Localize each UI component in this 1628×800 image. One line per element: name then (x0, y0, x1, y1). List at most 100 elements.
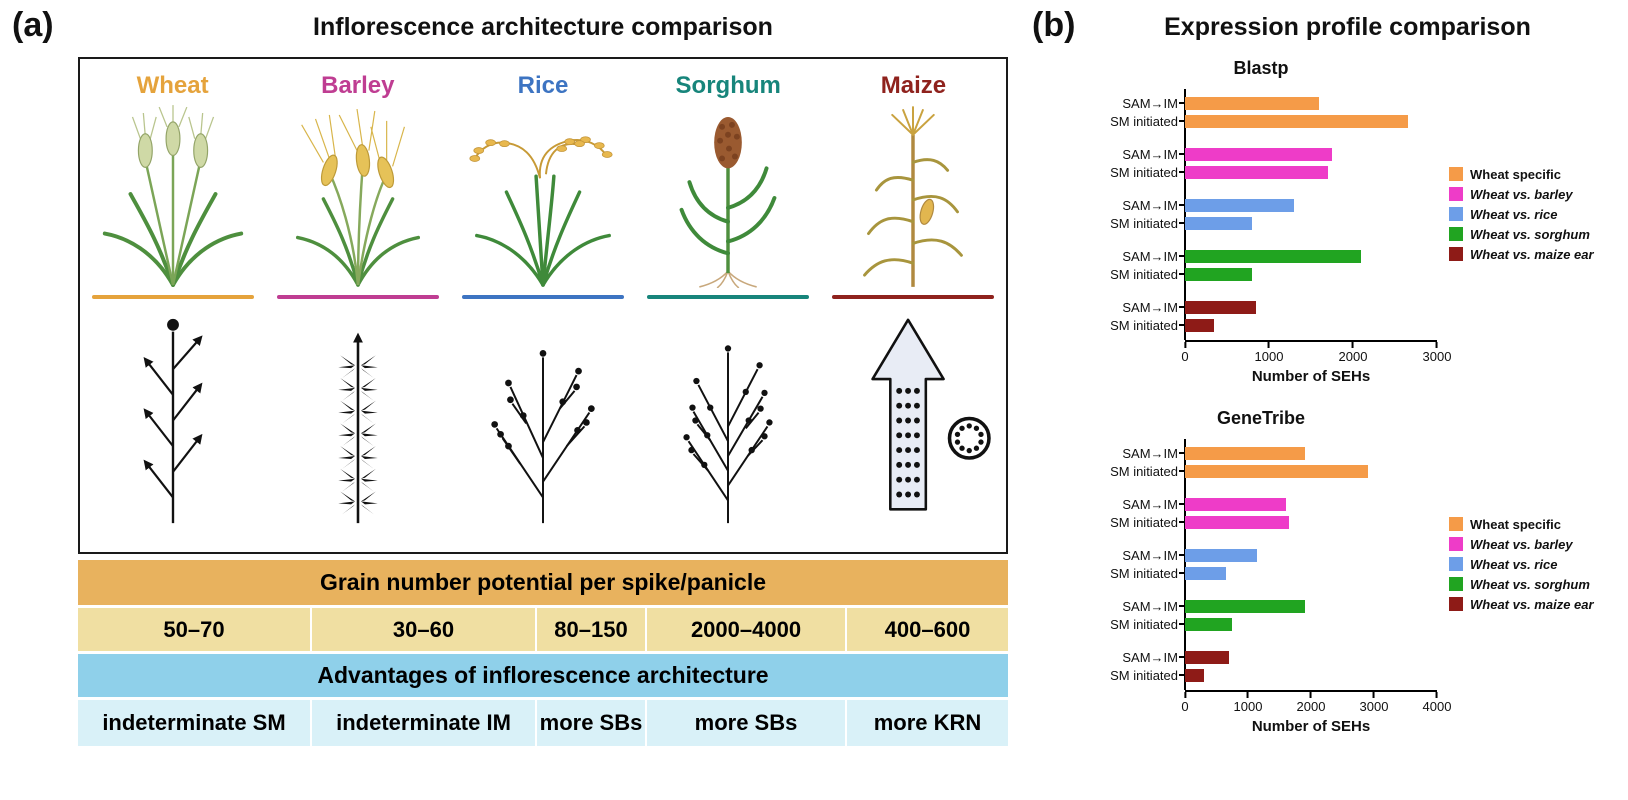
bar-row: SAM→IM (1085, 196, 1437, 214)
bar-track (1185, 147, 1437, 161)
sorghum-plant-illustration (679, 116, 777, 288)
grain-number-values-row: 50–70 30–60 80–150 2000–4000 400–600 (78, 608, 1008, 651)
y-axis-tick (1179, 674, 1185, 676)
legend-swatch (1449, 247, 1463, 261)
y-axis-tick (1179, 255, 1185, 257)
bar-track (1185, 165, 1437, 179)
advantage-sorghum: more SBs (645, 700, 845, 746)
bar-group: SAM→IM SM initiated (1085, 444, 1437, 480)
legend-item: Wheat vs. rice (1449, 207, 1594, 222)
crop-name-barley: Barley (321, 72, 395, 99)
bar-row: SAM→IM (1085, 298, 1437, 316)
legend-item: Wheat vs. rice (1449, 557, 1594, 572)
y-axis-tick (1179, 324, 1185, 326)
grain-value-maize: 400–600 (845, 608, 1008, 651)
bar-row-label: SM initiated (1110, 667, 1178, 683)
bar-track (1185, 599, 1437, 613)
bar-row: SAM→IM (1085, 495, 1437, 513)
bar-row-label: SAM→IM (1122, 248, 1178, 264)
x-axis-label: Number of SEHs (1251, 718, 1371, 735)
bar-row-label: SAM→IM (1122, 649, 1178, 665)
barley-plant-illustration (295, 108, 420, 287)
legend-label: Wheat vs. maize ear (1470, 246, 1594, 262)
y-axis-tick (1179, 120, 1185, 122)
bar-row-label: SAM→IM (1122, 445, 1178, 461)
maize-inflorescence-schematic (871, 318, 992, 511)
barley-divider-line (276, 295, 439, 299)
bar-track (1185, 497, 1437, 511)
bar-track (1185, 548, 1437, 562)
bar-wheat-vs-sorghum (1185, 249, 1362, 263)
bar-row: SAM→IM (1085, 546, 1437, 564)
bar-wheat-vs-rice (1185, 566, 1226, 580)
bar-row-label: SM initiated (1110, 113, 1178, 129)
y-axis-tick (1179, 521, 1185, 523)
bar-row-label: SM initiated (1110, 215, 1178, 231)
bar-group: SAM→IM SM initiated (1085, 648, 1437, 684)
advantages-header: Advantages of inflorescence architecture (78, 654, 1008, 697)
bar-row: SAM→IM (1085, 94, 1437, 112)
legend-swatch (1449, 227, 1463, 241)
advantage-wheat: indeterminate SM (78, 700, 310, 746)
bar-wheat-specific (1185, 464, 1368, 478)
bar-track (1185, 650, 1437, 664)
bar-wheat-vs-maize-ear (1185, 650, 1230, 664)
bar-row: SM initiated (1085, 265, 1437, 283)
crop-name-sorghum: Sorghum (675, 72, 781, 99)
bar-track (1185, 114, 1437, 128)
legend-item: Wheat vs. barley (1449, 537, 1594, 552)
panel-a-title: Inflorescence architecture comparison (313, 13, 773, 41)
y-axis-tick (1179, 306, 1185, 308)
bar-row: SM initiated (1085, 462, 1437, 480)
x-axis-tick: 1000 (1255, 342, 1283, 364)
legend-item: Wheat vs. sorghum (1449, 227, 1594, 242)
y-axis-line (1184, 89, 1186, 340)
y-axis-tick (1179, 656, 1185, 658)
advantages-values-row: indeterminate SM indeterminate IM more S… (78, 700, 1008, 746)
x-axis-tick: 1000 (1234, 692, 1262, 714)
blastp-chart-title: Blastp (1233, 58, 1289, 78)
bar-wheat-vs-barley (1185, 147, 1332, 161)
legend-swatch (1449, 517, 1463, 531)
y-axis-tick (1179, 102, 1185, 104)
y-axis-tick (1179, 605, 1185, 607)
rice-inflorescence-schematic (491, 349, 595, 523)
bar-row: SAM→IM (1085, 648, 1437, 666)
legend-label: Wheat vs. barley (1470, 186, 1573, 202)
bar-row-label: SM initiated (1110, 463, 1178, 479)
x-axis-tick: 3000 (1423, 342, 1451, 364)
sorghum-divider-line (647, 295, 810, 299)
x-axis-tick: 2000 (1297, 692, 1325, 714)
legend-item: Wheat specific (1449, 167, 1594, 182)
bar-row-label: SAM→IM (1122, 547, 1178, 563)
legend-item: Wheat specific (1449, 517, 1594, 532)
bar-wheat-vs-rice (1185, 198, 1295, 212)
advantage-maize: more KRN (845, 700, 1008, 746)
advantage-rice: more SBs (535, 700, 645, 746)
y-axis-tick (1179, 153, 1185, 155)
bar-wheat-vs-sorghum (1185, 617, 1233, 631)
bar-row: SM initiated (1085, 564, 1437, 582)
bar-row: SM initiated (1085, 214, 1437, 232)
wheat-divider-line (91, 295, 254, 299)
bar-wheat-specific (1185, 446, 1305, 460)
grain-value-wheat: 50–70 (78, 608, 310, 651)
wheat-inflorescence-schematic (143, 318, 203, 523)
legend-swatch (1449, 187, 1463, 201)
panel-b-title: Expression profile comparison (1164, 13, 1531, 41)
crop-column-rice: Rice (450, 59, 635, 552)
bar-row-label: SAM→IM (1122, 146, 1178, 162)
bar-wheat-vs-maize-ear (1185, 300, 1257, 314)
bar-wheat-vs-sorghum (1185, 267, 1253, 281)
